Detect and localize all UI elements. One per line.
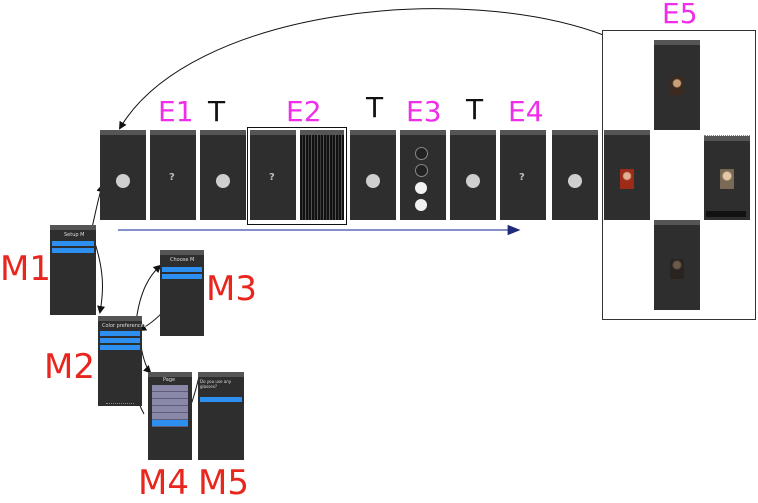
- label-t1: T: [208, 95, 226, 128]
- circle-stimulus: [568, 174, 582, 188]
- caption-bar: [706, 211, 746, 217]
- screen-e4: ?: [500, 130, 546, 220]
- screen-m5: Do you use any glasses?: [198, 372, 244, 460]
- list-item[interactable]: [152, 385, 188, 392]
- screen-m3: Choose M: [160, 250, 204, 336]
- list-item-selected[interactable]: [152, 420, 188, 427]
- filled-circle: [415, 199, 427, 211]
- label-t3: T: [466, 93, 484, 126]
- question-mark: ?: [519, 172, 525, 183]
- m4-title: Page: [163, 377, 176, 383]
- screen-e1: ?: [150, 130, 196, 220]
- label-e5: E5: [662, 0, 698, 30]
- m3-title: Choose M: [170, 257, 195, 263]
- label-e4: E4: [508, 95, 544, 128]
- portrait-image: [620, 169, 634, 189]
- label-m1: M1: [0, 249, 51, 289]
- question-mark: ?: [269, 172, 275, 183]
- circle-stimulus: [466, 174, 480, 188]
- screen-t1: [200, 130, 246, 220]
- screen-e5-left: [604, 130, 650, 220]
- empty-circle: [415, 164, 428, 177]
- portrait-image: [670, 259, 684, 279]
- m2-button-2[interactable]: [100, 338, 140, 343]
- m3-button-2[interactable]: [162, 274, 202, 279]
- screen-e3: [400, 130, 446, 220]
- list-item[interactable]: [152, 399, 188, 406]
- circle-stimulus: [216, 174, 230, 188]
- screen-e5-right: [704, 136, 750, 220]
- portrait-image: [670, 77, 684, 95]
- m1-go-button[interactable]: [52, 248, 94, 253]
- label-m3: M3: [206, 269, 257, 309]
- screen-e5-top: [654, 40, 700, 130]
- m2-button-3[interactable]: [100, 345, 140, 350]
- screen-e5-bottom: [654, 220, 700, 310]
- screen-start: [100, 130, 146, 220]
- label-e1: E1: [158, 95, 194, 128]
- filled-circle: [415, 182, 427, 194]
- m1-title: Setup M: [64, 232, 85, 238]
- m5-answer-button[interactable]: [200, 397, 242, 402]
- circle-stimulus: [366, 174, 380, 188]
- label-m5: M5: [198, 463, 249, 503]
- screen-m2: Color preferences: [98, 316, 146, 406]
- m5-title: Do you use any glasses?: [200, 379, 232, 389]
- screen-m1: Setup M: [50, 225, 96, 315]
- m2-to-m3-arrow: [135, 264, 162, 323]
- screen-after-e4: [552, 130, 598, 220]
- label-e2: E2: [286, 95, 322, 128]
- screen-e2-noise: [300, 130, 344, 220]
- m2-nav-bar: [106, 403, 134, 406]
- m1-option-button[interactable]: [52, 241, 94, 246]
- empty-circle: [415, 147, 428, 160]
- label-m4: M4: [138, 463, 189, 503]
- screen-m4: Page: [148, 372, 192, 460]
- screen-t3: [450, 130, 496, 220]
- question-mark: ?: [169, 172, 175, 183]
- e2-group-box: [247, 127, 347, 225]
- m1-to-m2-arrow: [93, 239, 106, 314]
- list-item[interactable]: [152, 406, 188, 413]
- return-arc: [118, 8, 607, 130]
- m2-title: Color preferences: [102, 323, 147, 329]
- circle-stimulus: [116, 174, 130, 188]
- label-m2: M2: [44, 347, 95, 387]
- list-item[interactable]: [152, 392, 188, 399]
- portrait-image: [720, 169, 734, 189]
- label-t2: T: [366, 91, 384, 124]
- screen-t2: [350, 130, 396, 220]
- label-e3: E3: [406, 95, 442, 128]
- e5-right-toolbar: [704, 130, 750, 136]
- list-item[interactable]: [152, 413, 188, 420]
- screen-e2-question: ?: [250, 130, 296, 220]
- m3-button-1[interactable]: [162, 267, 202, 272]
- m2-button-1[interactable]: [100, 331, 140, 336]
